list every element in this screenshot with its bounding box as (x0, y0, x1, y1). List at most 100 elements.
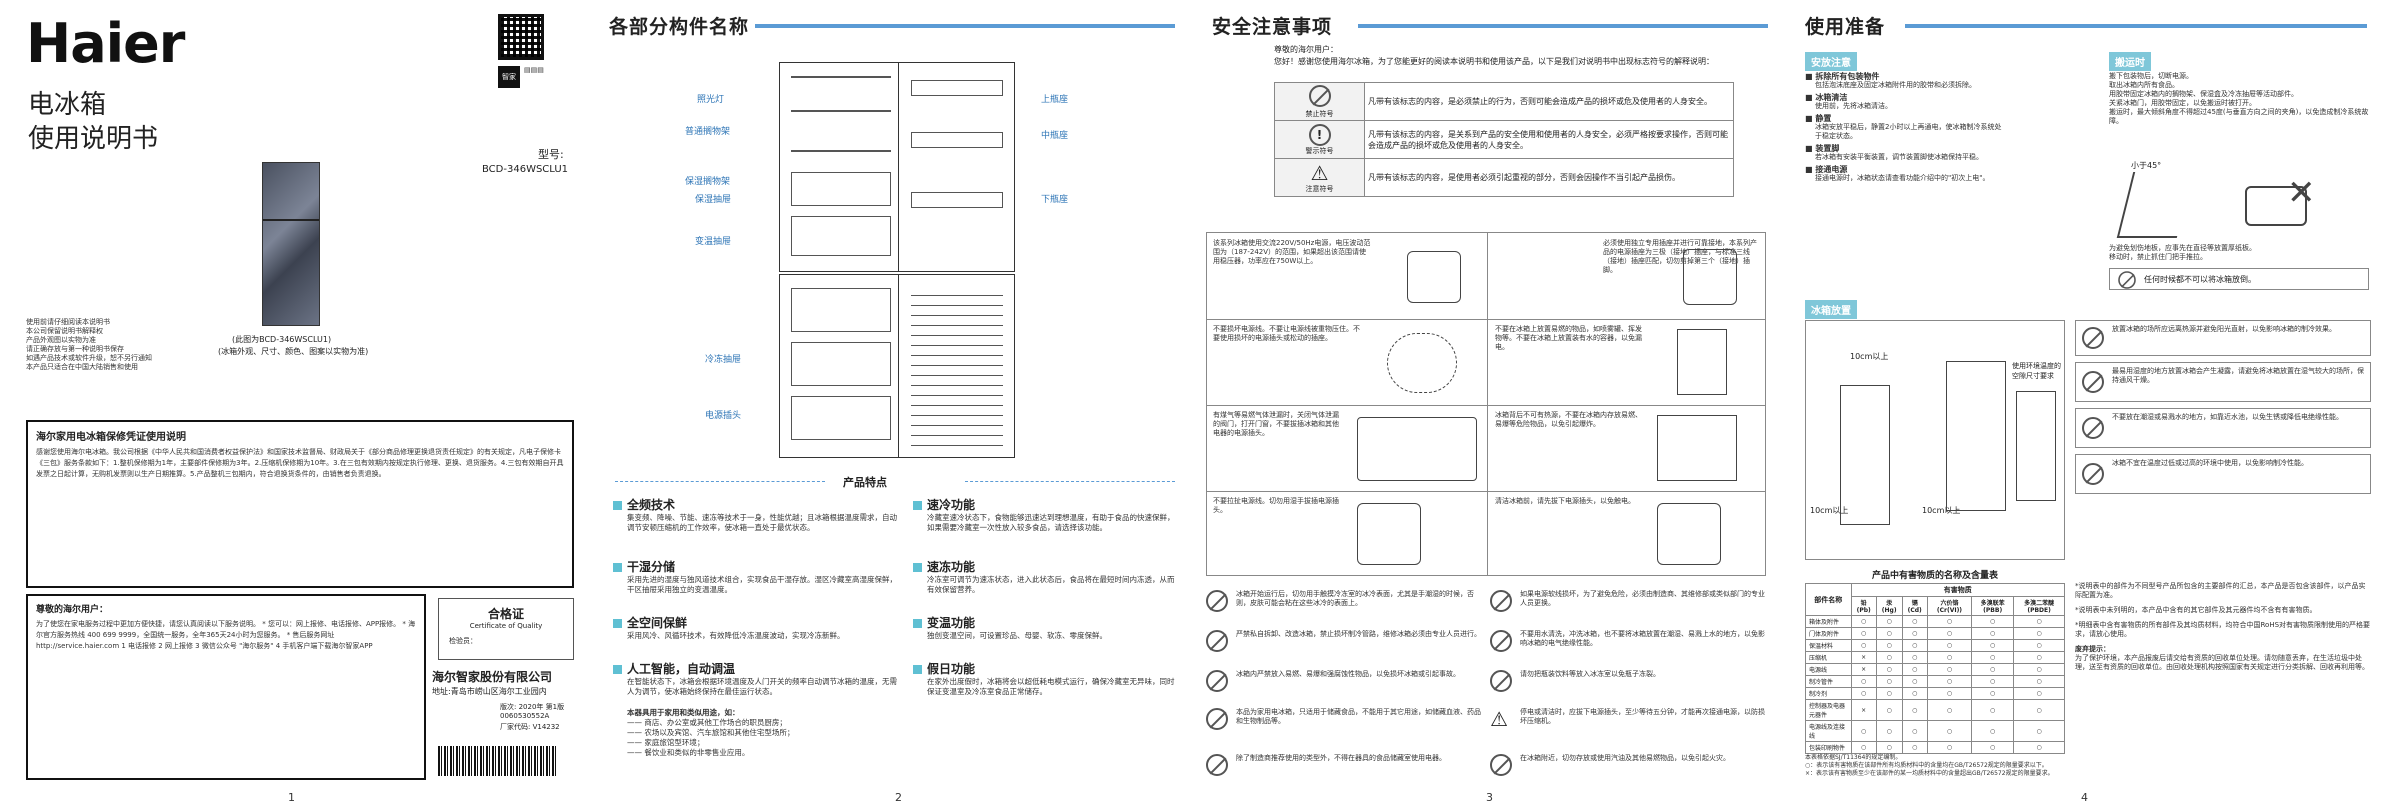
cord-illustration (1387, 333, 1457, 393)
table-cell: 门体及附件 (1805, 627, 1852, 640)
table-cell: ○ (1875, 687, 1903, 700)
wall-fridge-outline (1946, 361, 2006, 511)
table-cell: ○ (1926, 699, 1973, 721)
move-chip: 搬运时 (2109, 52, 2151, 71)
table-cell: ○ (1901, 639, 1928, 652)
title-rule (755, 24, 1175, 28)
cert-sub: Certificate of Quality (469, 622, 543, 630)
table-cell: ○ (1971, 687, 2015, 700)
prohibit-icon (2082, 327, 2104, 349)
table-column-header: 镉(Cd) (1901, 596, 1928, 616)
page-2: 各部分构件名称 照光灯 普通搁物架 保湿搁物架 保湿抽屉 变温抽屉 冷冻抽屉 电… (595, 0, 1188, 808)
prohibit-icon (1206, 754, 1228, 776)
table-cell: ○ (1850, 720, 1877, 742)
warning-icon: ! (1308, 123, 1331, 146)
hazard-table: 部件名称 有害物质 铅(Pb)汞(Hg)镉(Cd)六价铬(Cr(VI))多溴联苯… (1805, 583, 2066, 754)
qr-caption: 智家 (502, 73, 516, 81)
bottle-illustration (1677, 329, 1727, 395)
label-shelf: 普通搁物架 (685, 127, 731, 137)
version-info: 版次: 2020年 第1版 (500, 703, 565, 711)
page-number: 2 (895, 791, 902, 804)
rule-8: ⚠ 停电或清洁时，应拔下电源插头，至少等待五分钟，才能再次接通电源，以防损坏压缩… (1490, 707, 1765, 731)
feature-bullet (913, 619, 922, 628)
feature-1: 全频技术 集变频、降噪、节能、速冻等技术于一身，性能优越；且冰箱根据温度需求，自… (613, 496, 903, 533)
plug-illustration (1683, 249, 1737, 305)
doc-title-1: 电冰箱 (28, 90, 107, 120)
tip-2: 最易用湿度的地方放置冰箱会产生凝露，请避免将冰箱放置在湿气较大的场所，保持通风干… (2075, 362, 2371, 402)
placement-tips: 放置冰箱的场所应远离热源并避免阳光直射，以免影响冰箱的制冷效果。 最易用湿度的地… (2075, 320, 2371, 494)
label-light: 照光灯 (697, 95, 725, 105)
rule-9: 除了制造商推荐使用的类型外，不得在器具的食品储藏室使用电器。 (1206, 754, 1482, 776)
table-cell: ○ (1875, 675, 1903, 688)
page-3: 安全注意事项 尊敬的海尔用户： 您好！感谢您使用海尔冰箱，为了您能更好的阅读本说… (1190, 0, 1783, 808)
move-notes: 为避免划伤地板，应事先在直径等放置厚纸板。 移动时，禁止抓住门把手推拉。 (2109, 244, 2256, 261)
feature-8: 假日功能 在家外出度假时，冰箱将会以超低耗电模式运行，确保冷藏室无异味，同时保证… (913, 660, 1179, 697)
table-cell: ○ (1875, 651, 1903, 664)
prohibit-icon (1490, 630, 1512, 652)
tip-1: 放置冰箱的场所应远离热源并避免阳光直射，以免影响冰箱的制冷效果。 (2075, 320, 2371, 356)
table-row: 门体及附件○○○○○○ (1805, 627, 2065, 640)
table-cell: ○ (1971, 663, 2015, 676)
tip-3: 不要放在潮湿或易溅水的地方，如靠近水池，以免生锈或降低电绝缘性能。 (2075, 408, 2371, 448)
table-cell: ○ (1875, 720, 1903, 742)
table-cell: 包装印刷物件 (1805, 741, 1852, 754)
safety-cell-6: 冰箱背后不可有热源，不要在冰箱内存放易燃、易爆等危险物品，以免引起爆炸。 (1495, 411, 1642, 428)
table-cell: ○ (2013, 675, 2065, 688)
features-header: 产品特点 (615, 474, 1175, 489)
table-cell: ○ (1875, 741, 1903, 754)
label-upper-bottle: 上瓶座 (1041, 95, 1069, 105)
table-cell: ○ (1901, 627, 1928, 640)
table-cell: ○ (1901, 615, 1928, 628)
page-4: 使用准备 安放注意 ■ 拆除所有包装物件 包括泡沫底座及固定冰箱附件用的胶带和必… (1785, 0, 2381, 808)
model-label: 型号: (538, 148, 564, 161)
table-cell: ○ (2013, 687, 2065, 700)
move-list: 搬下包装物后，切断电源。 取出冰箱内所有食品。 用胶带固定冰箱内的搁物架、保湿盒… (2109, 72, 2369, 125)
angle-label: 小于45° (2131, 161, 2162, 170)
doc-title-2: 使用说明书 (28, 124, 159, 154)
table-column-header: 多溴联苯(PBB) (1971, 596, 2015, 616)
table-row: 电源线×○○○○○ (1805, 663, 2065, 676)
table-cell: ○ (1926, 627, 1973, 640)
table-cell: ○ (1875, 663, 1903, 676)
install-chip: 安放注意 (1805, 52, 1857, 71)
table-cell: ○ (1850, 639, 1877, 652)
qr-code (498, 14, 544, 60)
table-cell: 箱体及附件 (1805, 615, 1852, 628)
doc-code: 0060530552A (500, 712, 550, 720)
rule-1: 冰箱开始运行后，切勿用手触摸冷冻室的冰冷表面，尤其是手潮湿的时候，否则，皮肤可能… (1206, 590, 1482, 612)
feature-5: 全空间保鲜 采用风冷、风循环技术，有效降低冷冻温度波动，实现冷冻新鲜。 (613, 614, 903, 641)
tilt-illustration (2116, 172, 2194, 238)
table-cell: ○ (1971, 627, 2015, 640)
install-list: ■ 拆除所有包装物件 包括泡沫底座及固定冰箱附件用的胶带和必须拆除。 ■ 冰箱清… (1805, 72, 2002, 182)
factory-code: 厂家代码: V14232 (500, 723, 560, 731)
socket-illustration (1407, 251, 1461, 303)
prohibit-icon (2082, 463, 2104, 485)
symbol-table: 禁止符号 凡带有该标志的内容，是必须禁止的行为，否则可能会造成产品的损坏或危及使… (1274, 82, 1734, 197)
warranty-body: 感谢您使用海尔电冰箱。我公司根据《中华人民共和国消费者权益保护法》和国家技术监督… (36, 448, 564, 478)
no-cross-icon: ✕ (2287, 173, 2316, 213)
table-cell: × (1850, 651, 1877, 664)
label-plug: 电源插头 (705, 411, 742, 421)
feature-bullet (913, 665, 922, 674)
section-title: 各部分构件名称 (609, 16, 750, 38)
truck-illustration (2245, 186, 2307, 226)
label-mid-bottle: 中瓶座 (1041, 131, 1069, 141)
table-cell: ○ (1971, 639, 2015, 652)
safety-cell-2: 必须使用独立专用插座并进行可靠接地，本系列产品的电源插座为三极（接地）插座，与标… (1603, 239, 1757, 274)
safety-cell-5: 有煤气等易燃气体泄漏时，关闭气体泄漏的阀门，打开门窗，不要拔插冰箱和其他电器的电… (1213, 411, 1339, 437)
page-1: Haier 电冰箱 使用说明书 智家 ▤▤▤ 型号: BCD-346WSCLU1… (0, 0, 585, 808)
table-cell: ○ (1926, 615, 1973, 628)
title-rule (1358, 24, 1768, 28)
table-cell: ○ (1926, 675, 1973, 688)
heat-illustration (1657, 415, 1737, 481)
side-view-outline (2016, 391, 2056, 501)
table-cell: ○ (1850, 627, 1877, 640)
table-cell: ○ (1901, 741, 1928, 754)
table-cell: ○ (2013, 741, 2065, 754)
table-row: 电源线及连接线○○○○○○ (1805, 720, 2065, 742)
table-cell: ○ (1875, 699, 1903, 721)
prohibit-icon (1490, 670, 1512, 692)
page-number: 1 (288, 791, 295, 804)
table-cell: 制冷剂 (1805, 687, 1852, 700)
table-cell: ○ (2013, 663, 2065, 676)
